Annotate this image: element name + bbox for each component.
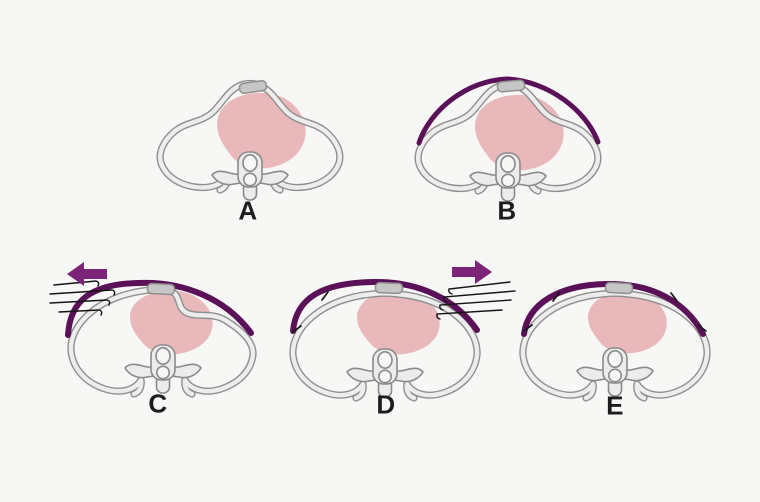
panel-d-illustration (289, 260, 516, 402)
panel-e-illustration (519, 280, 711, 402)
tied-suture-tick (670, 292, 678, 302)
sternum (238, 79, 268, 95)
sternum (146, 282, 176, 296)
suture-line (448, 281, 511, 295)
suture-line (53, 280, 100, 287)
tied-suture-tick (292, 325, 302, 333)
heart (130, 290, 213, 355)
vertebra-foramen (500, 173, 515, 188)
tied-suture-ticks (523, 292, 707, 332)
suture-line (436, 309, 503, 320)
vertebral-canal (377, 350, 393, 369)
sternum (496, 79, 526, 93)
tied-suture-tick (552, 292, 560, 302)
panel-e-label: E (606, 390, 624, 421)
vertebra-foramen (607, 368, 622, 383)
suture-line (443, 290, 516, 303)
suture-line (49, 299, 111, 306)
heart (588, 291, 667, 354)
vertebral-canal (155, 346, 171, 365)
arrow-left-icon (67, 262, 107, 286)
compression-band (65, 279, 254, 338)
vertebra-foramen (243, 172, 258, 187)
tied-suture-ticks (292, 291, 329, 333)
vertebral-canal (500, 155, 516, 174)
compression-band (290, 278, 480, 334)
suture-line (439, 299, 512, 311)
arrow-right-icon (452, 260, 492, 284)
suture-line (58, 309, 103, 316)
heart (357, 290, 440, 355)
panel-a-illustration (156, 79, 344, 201)
vertebral-canal (242, 154, 258, 173)
sternum (374, 281, 404, 295)
suture-lines (49, 280, 116, 316)
panel-b-label: B (497, 195, 517, 226)
suture-lines (436, 281, 516, 320)
panel-b-illustration (414, 76, 602, 202)
vertebra-foramen (377, 369, 392, 384)
tied-suture-tick (321, 291, 329, 301)
compression-band (416, 76, 601, 146)
tied-suture-tick (697, 324, 707, 332)
panel-a-label: A (238, 195, 258, 226)
panel-c-illustration (49, 262, 257, 398)
vertebral-canal (607, 349, 623, 368)
vertebra-foramen (156, 365, 171, 380)
tied-suture-tick (523, 324, 533, 332)
panel-c-label: C (148, 388, 168, 419)
suture-line (49, 289, 116, 296)
panel-d-label: D (376, 389, 396, 420)
sternum (604, 281, 634, 295)
